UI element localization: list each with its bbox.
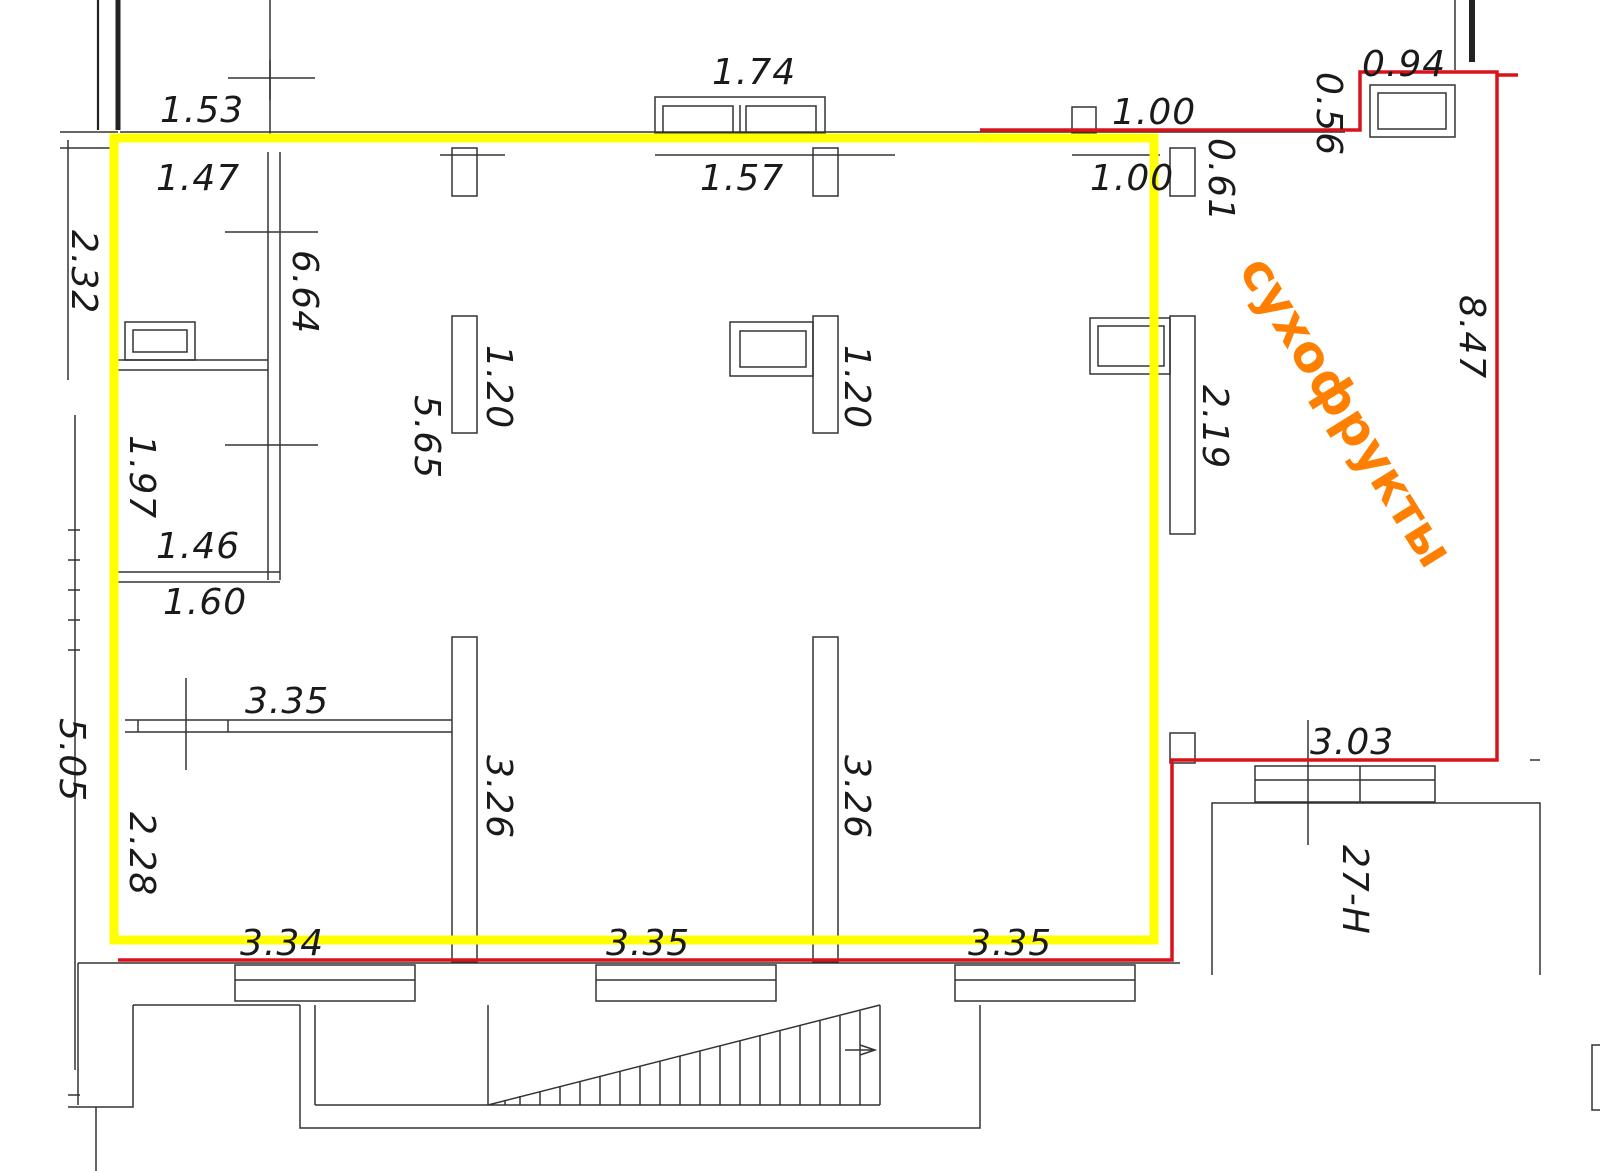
dim-label: 1.20 (836, 345, 877, 429)
dim-label: 1.53 (160, 90, 244, 131)
zone-boundary (118, 70, 1499, 962)
building-walls (60, 0, 1600, 1171)
dim-label: 1.00 (1112, 92, 1196, 133)
dim-label: 3.35 (606, 923, 690, 964)
dim-label: 1.74 (712, 52, 796, 93)
dim-label: 2.32 (63, 230, 104, 314)
dimension-labels: 1.74 0.94 0.56 1.53 1.00 1.47 1.57 1.00 … (51, 44, 1492, 964)
dim-label: 0.56 (1308, 72, 1349, 156)
dim-label: 1.47 (156, 158, 240, 199)
dim-label: 1.60 (163, 582, 247, 623)
dim-label: 3.34 (240, 923, 324, 964)
dim-label: 3.26 (478, 755, 519, 839)
dim-label: 1.46 (156, 526, 240, 567)
dim-label: 8.47 (1451, 295, 1492, 379)
dim-label: 3.26 (836, 755, 877, 839)
dim-label: 3.35 (968, 923, 1052, 964)
zone-label: сухофрукты (1228, 246, 1465, 578)
highlight-area (109, 133, 1159, 945)
dim-label: 1.57 (700, 158, 784, 199)
dim-label: 6.64 (284, 250, 325, 334)
dim-label: 0.61 (1200, 138, 1241, 222)
dim-label: 0.94 (1362, 44, 1446, 85)
dim-label: 3.03 (1310, 722, 1394, 763)
dim-label: 1.20 (478, 345, 519, 429)
dim-label: 27-Н (1334, 845, 1375, 935)
dim-label: 3.35 (245, 681, 329, 722)
dim-label: 2.19 (1194, 385, 1235, 469)
dim-label: 2.28 (121, 812, 162, 896)
dim-label: 5.05 (51, 718, 92, 802)
dim-label: 5.65 (406, 395, 447, 479)
dim-label: 1.00 (1090, 158, 1174, 199)
dim-label: 1.97 (121, 435, 162, 519)
